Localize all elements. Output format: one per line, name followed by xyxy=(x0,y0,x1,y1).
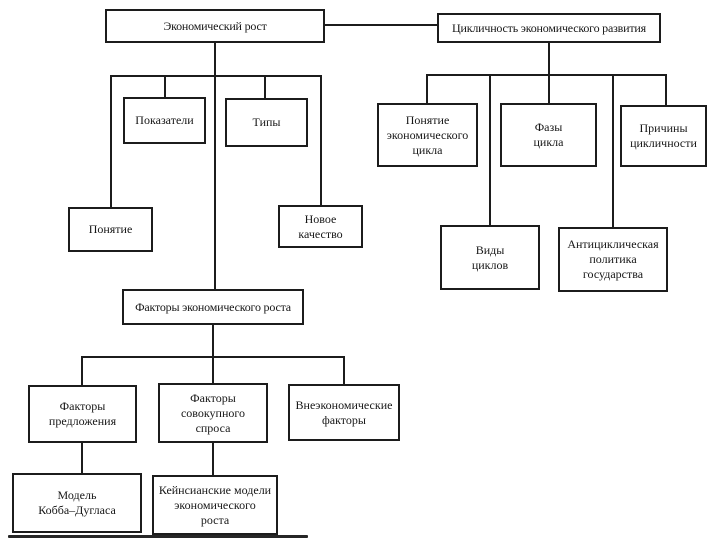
connector-to-cycle-phases xyxy=(548,74,550,103)
connector-to-cycle-concept xyxy=(426,74,428,103)
node-types: Типы xyxy=(225,98,308,147)
node-cobb-douglas-model: Модель Кобба–Дугласа xyxy=(12,473,142,533)
node-aggregate-demand-factors: Факторы совокупного спроса xyxy=(158,383,268,443)
node-new-quality: Новое качество xyxy=(278,205,363,248)
node-growth-factors: Факторы экономического роста xyxy=(122,289,304,325)
connector-right-bus xyxy=(426,74,667,76)
connector-to-supply-factors xyxy=(81,356,83,385)
node-anticyclical-policy: Антициклическая политика государства xyxy=(558,227,668,292)
connector-to-concept xyxy=(110,75,112,207)
connector-to-cycle-types xyxy=(489,74,491,225)
connector-growth-factors-down xyxy=(212,325,214,356)
node-non-economic-factors: Внеэкономические факторы xyxy=(288,384,400,441)
connector-to-cobb-douglas xyxy=(81,443,83,473)
connector-top-link xyxy=(325,24,437,26)
node-keynesian-models: Кейнсианские модели экономического роста xyxy=(152,475,278,535)
node-indicators: Показатели xyxy=(123,97,206,144)
node-cyclicality-causes: Причины цикличности xyxy=(620,105,707,167)
connector-to-non-economic xyxy=(343,356,345,384)
node-cycle-phases: Фазы цикла xyxy=(500,103,597,167)
connector-right-spine xyxy=(548,43,550,74)
node-concept: Понятие xyxy=(68,207,153,252)
connector-to-indicators xyxy=(164,75,166,97)
connector-left-row2-bus xyxy=(111,75,322,77)
node-economic-growth: Экономический рост xyxy=(105,9,325,43)
node-cyclicality: Цикличность экономического развития xyxy=(437,13,661,43)
connector-to-types xyxy=(264,75,266,98)
connector-left-spine xyxy=(214,43,216,289)
node-cycle-concept: Понятие экономического цикла xyxy=(377,103,478,167)
connector-to-keynesian xyxy=(212,443,214,475)
connector-to-cyclicality-causes xyxy=(665,74,667,105)
node-supply-factors: Факторы предложения xyxy=(28,385,137,443)
scan-artifact-bar xyxy=(8,535,308,538)
connector-to-aggregate-demand xyxy=(212,356,214,383)
connector-to-anticyclical-policy xyxy=(612,74,614,227)
node-cycle-types: Виды циклов xyxy=(440,225,540,290)
connector-to-new-quality xyxy=(320,75,322,205)
